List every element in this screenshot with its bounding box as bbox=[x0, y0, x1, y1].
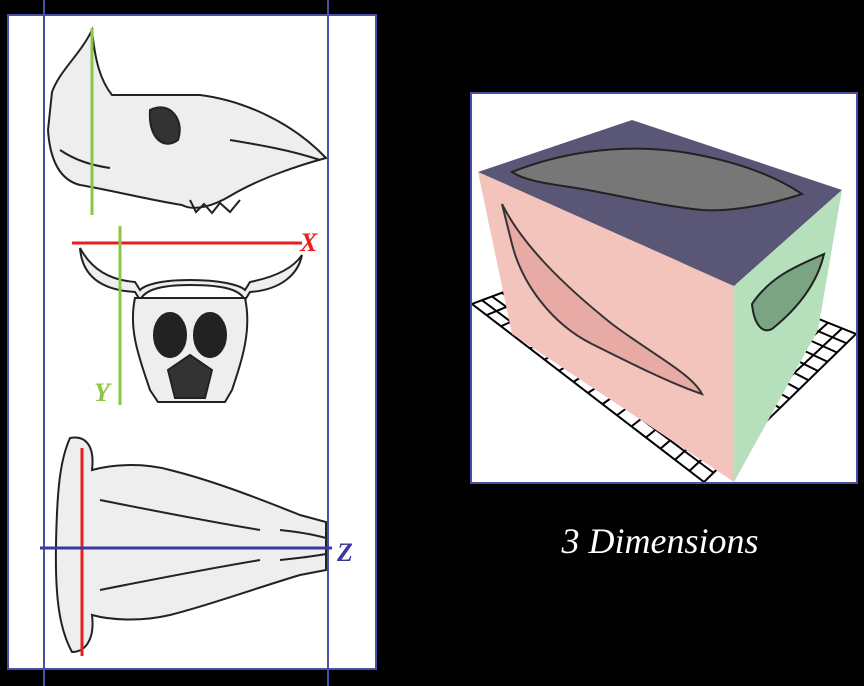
cube-left-skull bbox=[501, 203, 704, 396]
cube-illustration-frame bbox=[470, 92, 858, 484]
front-view-skull bbox=[79, 247, 303, 403]
z-axis-label: Z bbox=[337, 538, 353, 567]
x-axis-label: X bbox=[300, 228, 318, 257]
caption: 3 Dimensions bbox=[561, 521, 759, 561]
cube-right-skull bbox=[750, 252, 826, 332]
cube-top-skull bbox=[509, 147, 805, 212]
top-view-skull bbox=[54, 436, 327, 654]
cube-illustration bbox=[471, 120, 857, 483]
side-view-skull bbox=[46, 26, 328, 215]
y-axis-label: Y bbox=[94, 378, 110, 407]
